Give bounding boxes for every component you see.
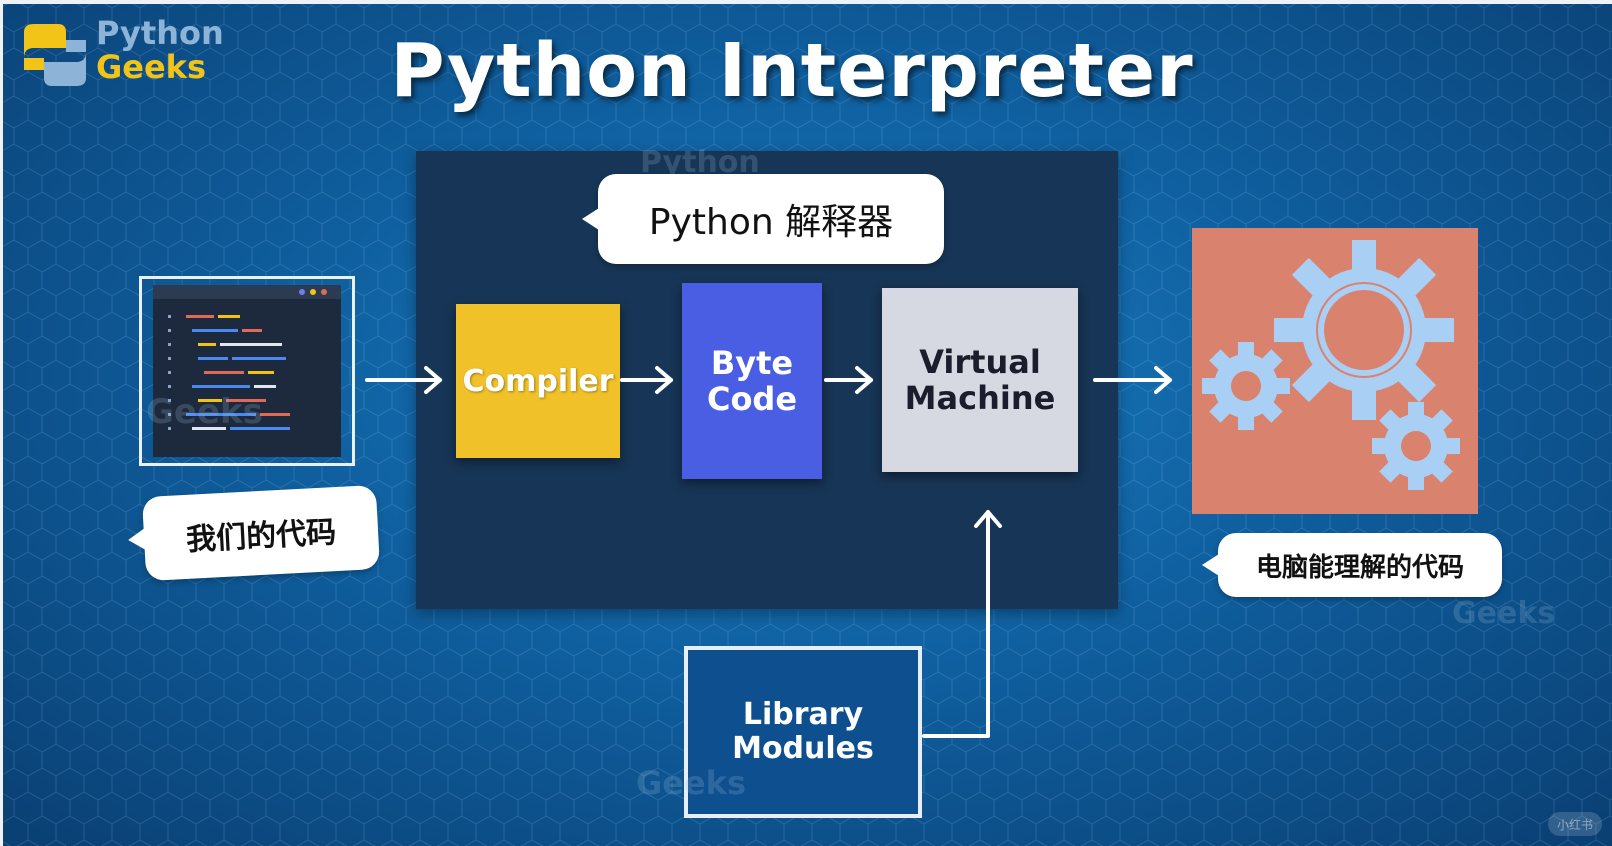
logo-line2: Geeks: [96, 48, 206, 86]
library-line2: Modules: [732, 731, 874, 766]
arrow-bytecode-to-vm: [824, 366, 873, 394]
arrow-code-to-compiler: [365, 366, 442, 394]
gears-icon: [1192, 228, 1478, 514]
byte-code-line1: Byte: [710, 344, 794, 382]
interpreter-label: Python 解释器: [648, 202, 894, 243]
brand-logo-text: Python Geeks: [96, 16, 224, 84]
arrow-compiler-to-bytecode: [620, 366, 673, 394]
watermark-badge: 小红书: [1548, 812, 1602, 836]
arrow-library-to-vm: [922, 510, 1002, 738]
watermark-geeks-right: Geeks: [1452, 596, 1556, 631]
watermark-geeks-bottom: Geeks: [636, 764, 746, 802]
machine-code-label: 电脑能理解的代码: [1255, 552, 1464, 583]
compiler-box: Compiler: [456, 304, 620, 458]
watermark-geeks-left: Geeks: [146, 392, 263, 432]
page-title: Python Interpreter: [0, 28, 1612, 114]
vm-line2: Machine: [904, 379, 1056, 417]
byte-code-line2: Code: [706, 380, 798, 418]
code-editor-icon: [139, 276, 355, 466]
library-line1: Library: [742, 697, 864, 732]
arrow-vm-to-machine: [1093, 366, 1172, 394]
interpreter-label-bubble: Python 解释器: [582, 174, 944, 264]
title-text: Python Interpreter: [390, 28, 1194, 114]
compiler-label: Compiler: [462, 363, 614, 399]
logo-line1: Python: [96, 14, 224, 52]
machine-code-bubble: 电脑能理解的代码: [1202, 533, 1502, 597]
vm-line1: Virtual: [919, 343, 1041, 381]
python-logo-icon: [24, 24, 86, 86]
